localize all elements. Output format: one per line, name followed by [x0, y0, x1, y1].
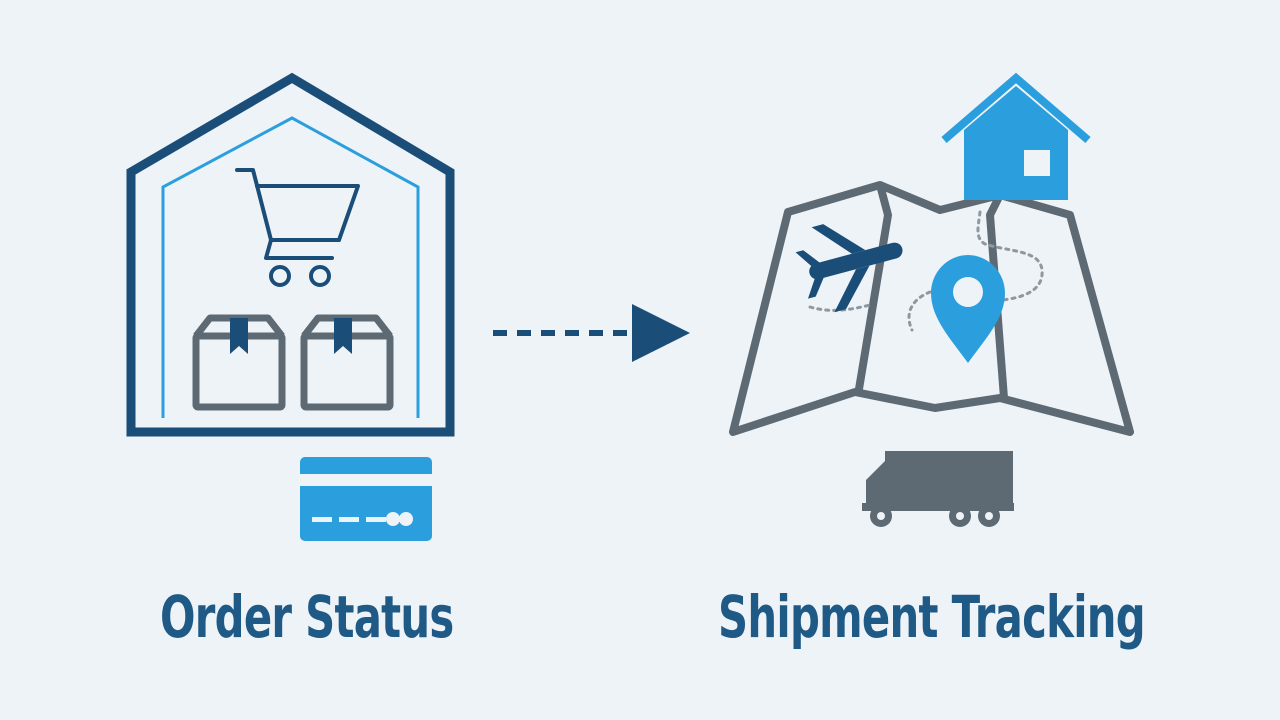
house-icon: [941, 72, 1091, 200]
package-box-icon: [300, 314, 394, 411]
route-path: [808, 210, 1044, 332]
package-box-icon: [192, 314, 286, 411]
dashed-arrow-icon: [493, 304, 690, 362]
shopping-cart-icon: [235, 168, 360, 287]
credit-card-icon: [300, 457, 432, 541]
delivery-truck-icon: [862, 451, 1014, 527]
shipment-tracking-label: Shipment Tracking: [718, 583, 1146, 651]
warehouse-icon: [126, 72, 455, 437]
folded-map-icon: [729, 181, 1134, 436]
airplane-icon: [795, 224, 903, 313]
location-pin-icon: [931, 255, 1005, 363]
order-status-label: Order Status: [160, 583, 454, 651]
